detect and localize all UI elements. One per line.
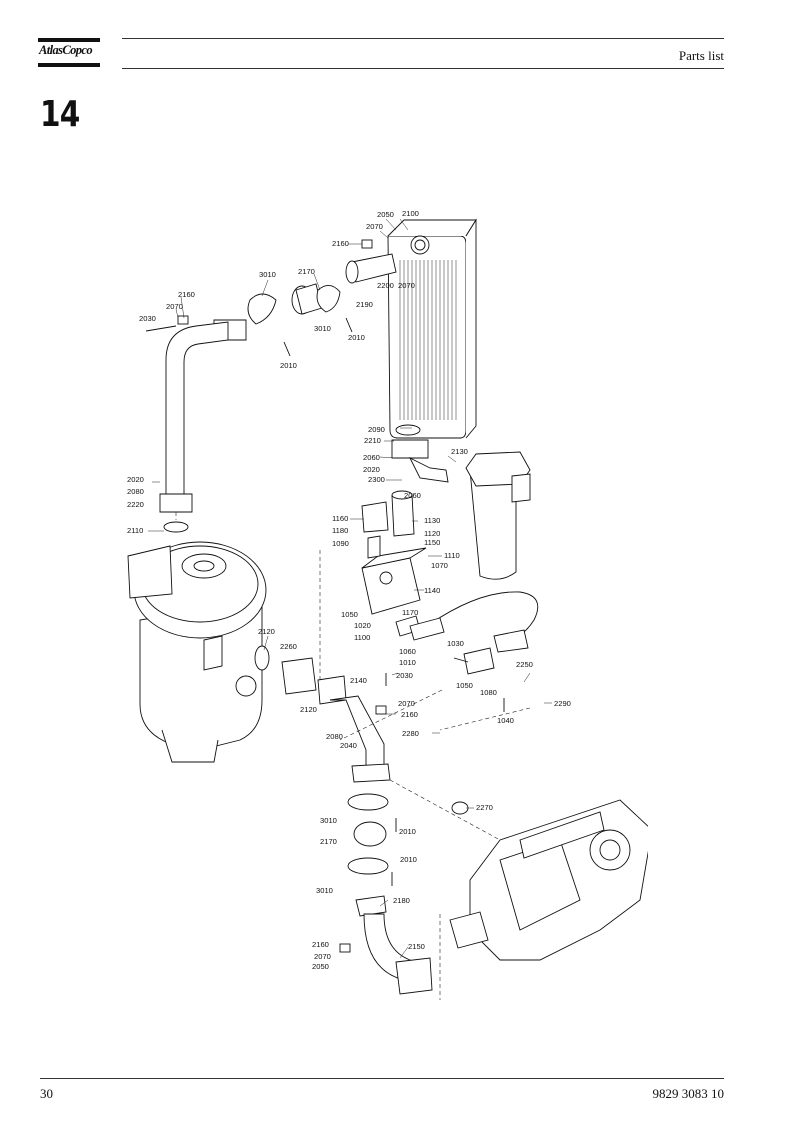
callout-label: 2250 — [516, 660, 533, 669]
exploded-parts-drawing: 2050 2100 2070 2160 3010 2170 2200 2070 … — [127, 209, 648, 1000]
callout-label: 1080 — [480, 688, 497, 697]
callout-label: 1180 — [332, 526, 348, 535]
callout-label: 1050 — [341, 610, 358, 619]
callout-label: 2050 — [377, 210, 394, 219]
callout-label: 1040 — [497, 716, 514, 725]
callout-label: 2020 — [127, 475, 144, 484]
callout-label: 2170 — [298, 267, 315, 276]
callout-label: 1100 — [354, 633, 370, 642]
callout-label: 2070 — [314, 952, 331, 961]
callout-label: 2260 — [280, 642, 297, 651]
flexible-hose — [409, 591, 539, 675]
callout-labels: 2050 2100 2070 2160 3010 2170 2200 2070 … — [127, 209, 571, 971]
fasteners — [145, 239, 505, 953]
callout-label: 2120 — [300, 705, 317, 714]
callout-label: 1050 — [456, 681, 473, 690]
callout-label: 2090 — [368, 425, 385, 434]
callout-label: 2100 — [402, 209, 419, 218]
callout-label: 3010 — [314, 324, 331, 333]
callout-label: 2030 — [396, 671, 413, 680]
bottom-couplings — [347, 793, 469, 995]
callout-label: 2080 — [326, 732, 343, 741]
callout-label: 1090 — [332, 539, 349, 548]
callout-label: 2300 — [368, 475, 385, 484]
callout-label: 2150 — [408, 942, 425, 951]
callout-label: 2200 — [377, 281, 394, 290]
callout-label: 2190 — [356, 300, 373, 309]
atlas-copco-logo: AtlasCopco — [38, 38, 100, 68]
logo-text: AtlasCopco — [39, 43, 93, 57]
callout-label: 3010 — [259, 270, 276, 279]
callout-label: 2040 — [340, 741, 357, 750]
callout-label: 2120 — [258, 627, 275, 636]
top-pipe — [213, 253, 397, 341]
page-number: 30 — [40, 1086, 53, 1101]
logo-bottom-bar — [38, 63, 100, 67]
callout-label: 2070 — [166, 302, 183, 311]
dashed-leaders — [175, 512, 531, 1000]
callout-label: 1010 — [399, 658, 416, 667]
outlet-pipe — [254, 645, 391, 783]
callout-label: 2070 — [366, 222, 383, 231]
callout-label: 2070 — [398, 699, 415, 708]
section-title: Parts list — [678, 48, 724, 63]
chapter-number: 14 — [40, 94, 80, 135]
document-number: 9829 3083 10 — [652, 1086, 725, 1101]
callout-label: 1140 — [424, 586, 440, 595]
callout-label: 1060 — [399, 647, 416, 656]
callout-label: 2080 — [127, 487, 144, 496]
callout-label: 2020 — [363, 465, 380, 474]
callout-label: 1170 — [402, 608, 418, 617]
oil-filter — [465, 451, 531, 580]
callout-label: 1110 — [444, 551, 460, 560]
callout-label: 2290 — [554, 699, 571, 708]
header-bottom-rule — [122, 68, 724, 69]
callout-label: 2220 — [127, 500, 144, 509]
callout-label: 2140 — [350, 676, 367, 685]
callout-label: 2130 — [451, 447, 468, 456]
callout-label: 1130 — [424, 516, 440, 525]
callout-label: 1030 — [447, 639, 464, 648]
callout-label: 1020 — [354, 621, 371, 630]
vertical-pipe — [159, 321, 229, 533]
callout-label: 3010 — [316, 886, 333, 895]
callout-label: 2270 — [476, 803, 493, 812]
separator-vessel — [127, 541, 267, 763]
logo-top-bar — [38, 38, 100, 42]
callout-label: 2060 — [363, 453, 380, 462]
callout-label: 3010 — [320, 816, 337, 825]
callout-label: 2030 — [139, 314, 156, 323]
callout-label: 2160 — [178, 290, 195, 299]
callout-label: 1120 — [424, 529, 440, 538]
callout-label: 2050 — [312, 962, 329, 971]
callout-label: 2180 — [393, 896, 410, 905]
callout-label: 2160 — [312, 940, 329, 949]
callout-label: 2210 — [364, 436, 381, 445]
callout-label: 1070 — [431, 561, 448, 570]
callout-label: 2070 — [398, 281, 415, 290]
callout-label: 2010 — [400, 855, 417, 864]
footer-rule — [40, 1078, 724, 1079]
callout-label: 2160 — [332, 239, 349, 248]
callout-label: 2010 — [399, 827, 416, 836]
callout-label: 2010 — [348, 333, 365, 342]
valve-block — [361, 490, 427, 637]
cooler-outlet-pipe — [391, 424, 449, 483]
compressor-element — [449, 799, 648, 961]
callout-label: 2170 — [320, 837, 337, 846]
callout-label: 1150 — [424, 538, 440, 547]
callout-label: 2060 — [404, 491, 421, 500]
callout-label: 1160 — [332, 514, 348, 523]
callout-label: 2160 — [401, 710, 418, 719]
callout-leaders — [148, 218, 552, 959]
cooler-block — [387, 218, 477, 439]
callout-label: 2110 — [127, 526, 143, 535]
header-top-rule — [122, 38, 724, 39]
callout-label: 2010 — [280, 361, 297, 370]
callout-label: 2280 — [402, 729, 419, 738]
